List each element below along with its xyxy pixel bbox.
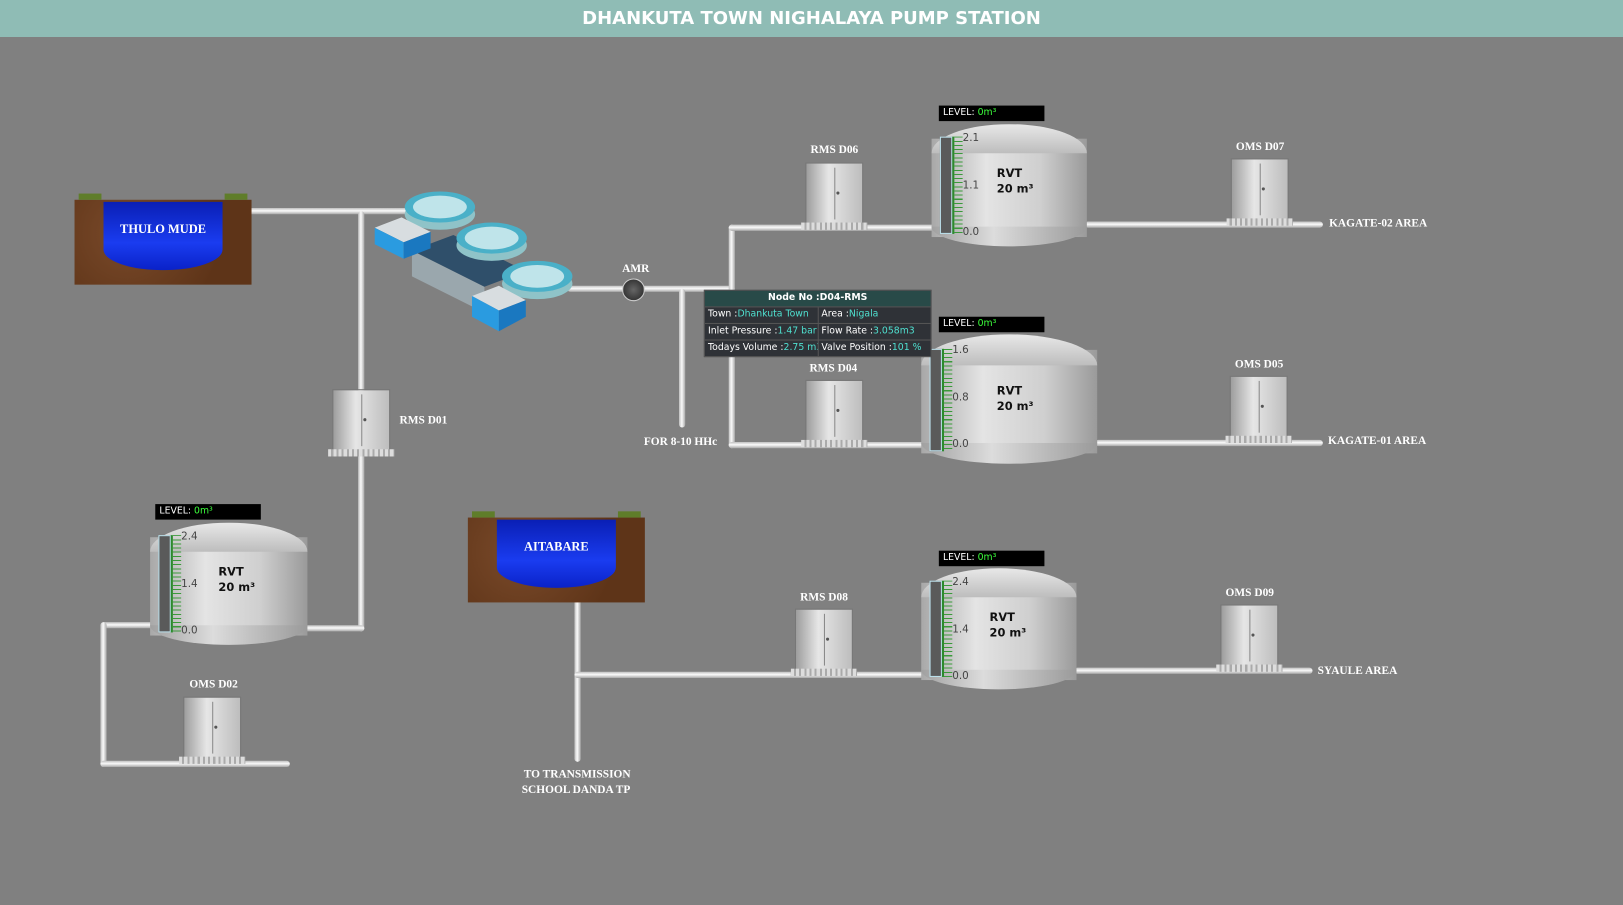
tank-name: RVT — [996, 384, 1023, 398]
tank-capacity: 20 m³ — [996, 399, 1034, 414]
reservoir-label: AITABARE — [496, 519, 616, 588]
pipe — [101, 622, 156, 629]
cabinet-label: RMS D01 — [399, 414, 448, 427]
pipe — [567, 285, 735, 292]
scale-tick: 2.4 — [952, 576, 969, 588]
cabinet-rms-d04[interactable] — [801, 379, 868, 448]
tank-capacity: 20 m³ — [996, 182, 1034, 196]
tooltip-pressure: Inlet Pressure :1.47 bar — [708, 326, 817, 337]
level-gauge — [929, 348, 942, 452]
cabinet-label: RMS D04 — [809, 362, 858, 375]
node-tooltip: Node No :D04-RMS Town :Dhankuta Town Are… — [703, 289, 932, 358]
scale-tick: 2.4 — [181, 531, 198, 543]
level-gauge — [158, 535, 171, 633]
tooltip-title: Node No :D04-RMS — [704, 290, 931, 307]
tooltip-town: Town :Dhankuta Town — [708, 309, 809, 320]
flow-meter-icon[interactable] — [622, 278, 645, 302]
scale-tick: 0.0 — [181, 625, 198, 637]
cabinet-oms-d07[interactable] — [1226, 158, 1293, 226]
tooltip-flow: Flow Rate :3.058m3 — [817, 323, 930, 340]
cabinet-label: OMS D09 — [1225, 586, 1274, 600]
cabinet-label: OMS D02 — [189, 677, 238, 691]
pipe — [1084, 221, 1323, 228]
cabinet-rms-d08[interactable] — [790, 608, 858, 676]
scale-tick: 0.8 — [952, 392, 969, 404]
scale-tick: 1.1 — [962, 180, 980, 192]
tooltip-valve: Valve Position :101 % — [817, 340, 930, 357]
cabinet-rms-d01[interactable] — [328, 389, 395, 457]
amr-label: AMR — [622, 262, 650, 276]
grass — [617, 511, 641, 518]
level-readout: LEVEL: 0m³ — [155, 504, 261, 520]
cabinet-label: RMS D06 — [810, 143, 859, 157]
transmission-label-2: SCHOOL DANDA TP — [521, 783, 631, 796]
tooltip-area: Area :Nigala — [817, 307, 930, 323]
treatment-plant-icon[interactable] — [371, 188, 578, 335]
pipe — [248, 208, 409, 215]
scale-tick: 1.4 — [181, 578, 198, 591]
cabinet-oms-d09[interactable] — [1216, 604, 1283, 672]
grass — [472, 511, 495, 518]
grass — [224, 193, 248, 200]
pipe — [302, 625, 365, 632]
tank-name: RVT — [218, 565, 244, 579]
reservoir-aitabare[interactable]: AITABARE — [467, 511, 645, 603]
area-label-kagate-02: KAGATE-02 AREA — [1329, 217, 1428, 230]
cabinet-label: OMS D05 — [1234, 358, 1284, 371]
pipe — [574, 671, 927, 678]
level-readout: LEVEL: 0m³ — [938, 550, 1045, 567]
level-gauge — [929, 580, 942, 677]
area-label-syaule: SYAULE AREA — [1317, 664, 1398, 677]
scale-tick: 1.4 — [952, 624, 969, 636]
level-gauge — [939, 136, 953, 234]
pipe — [679, 288, 686, 428]
tank-capacity: 20 m³ — [989, 626, 1027, 640]
page-title: DHANKUTA TOWN NIGHALAYA PUMP STATION — [0, 0, 1623, 37]
grass — [78, 193, 102, 200]
for-hhc-label: FOR 8-10 HHc — [643, 435, 718, 449]
transmission-label: TO TRANSMISSION — [523, 768, 631, 781]
scale-tick: 0.0 — [952, 670, 969, 683]
cabinet-oms-d05[interactable] — [1225, 375, 1292, 444]
cabinet-label: RMS D08 — [800, 591, 848, 604]
tooltip-volume: Todays Volume :2.75 m3/Hr — [708, 342, 817, 353]
pipe — [1074, 667, 1313, 674]
area-label-kagate-01: KAGATE-01 AREA — [1328, 434, 1427, 448]
scale-tick: 0.0 — [952, 438, 969, 451]
cabinet-label: OMS D07 — [1235, 140, 1285, 154]
reservoir-thulo-mude[interactable]: THULO MUDE — [74, 193, 252, 285]
level-readout: LEVEL: 0m³ — [938, 105, 1045, 122]
scale-tick: 0.0 — [962, 226, 980, 239]
cabinet-rms-d06[interactable] — [801, 162, 868, 230]
scale-tick: 1.6 — [952, 344, 969, 357]
pipe — [100, 622, 107, 768]
tank-capacity: 20 m³ — [218, 580, 256, 595]
pipe — [574, 579, 581, 762]
level-readout: LEVEL: 0m³ — [938, 316, 1045, 333]
tank-name: RVT — [996, 166, 1023, 181]
reservoir-label: THULO MUDE — [103, 201, 223, 271]
pipe — [1095, 439, 1323, 447]
tank-name: RVT — [989, 610, 1015, 625]
cabinet-oms-d02[interactable] — [179, 696, 246, 764]
scale-tick: 2.1 — [962, 132, 980, 144]
